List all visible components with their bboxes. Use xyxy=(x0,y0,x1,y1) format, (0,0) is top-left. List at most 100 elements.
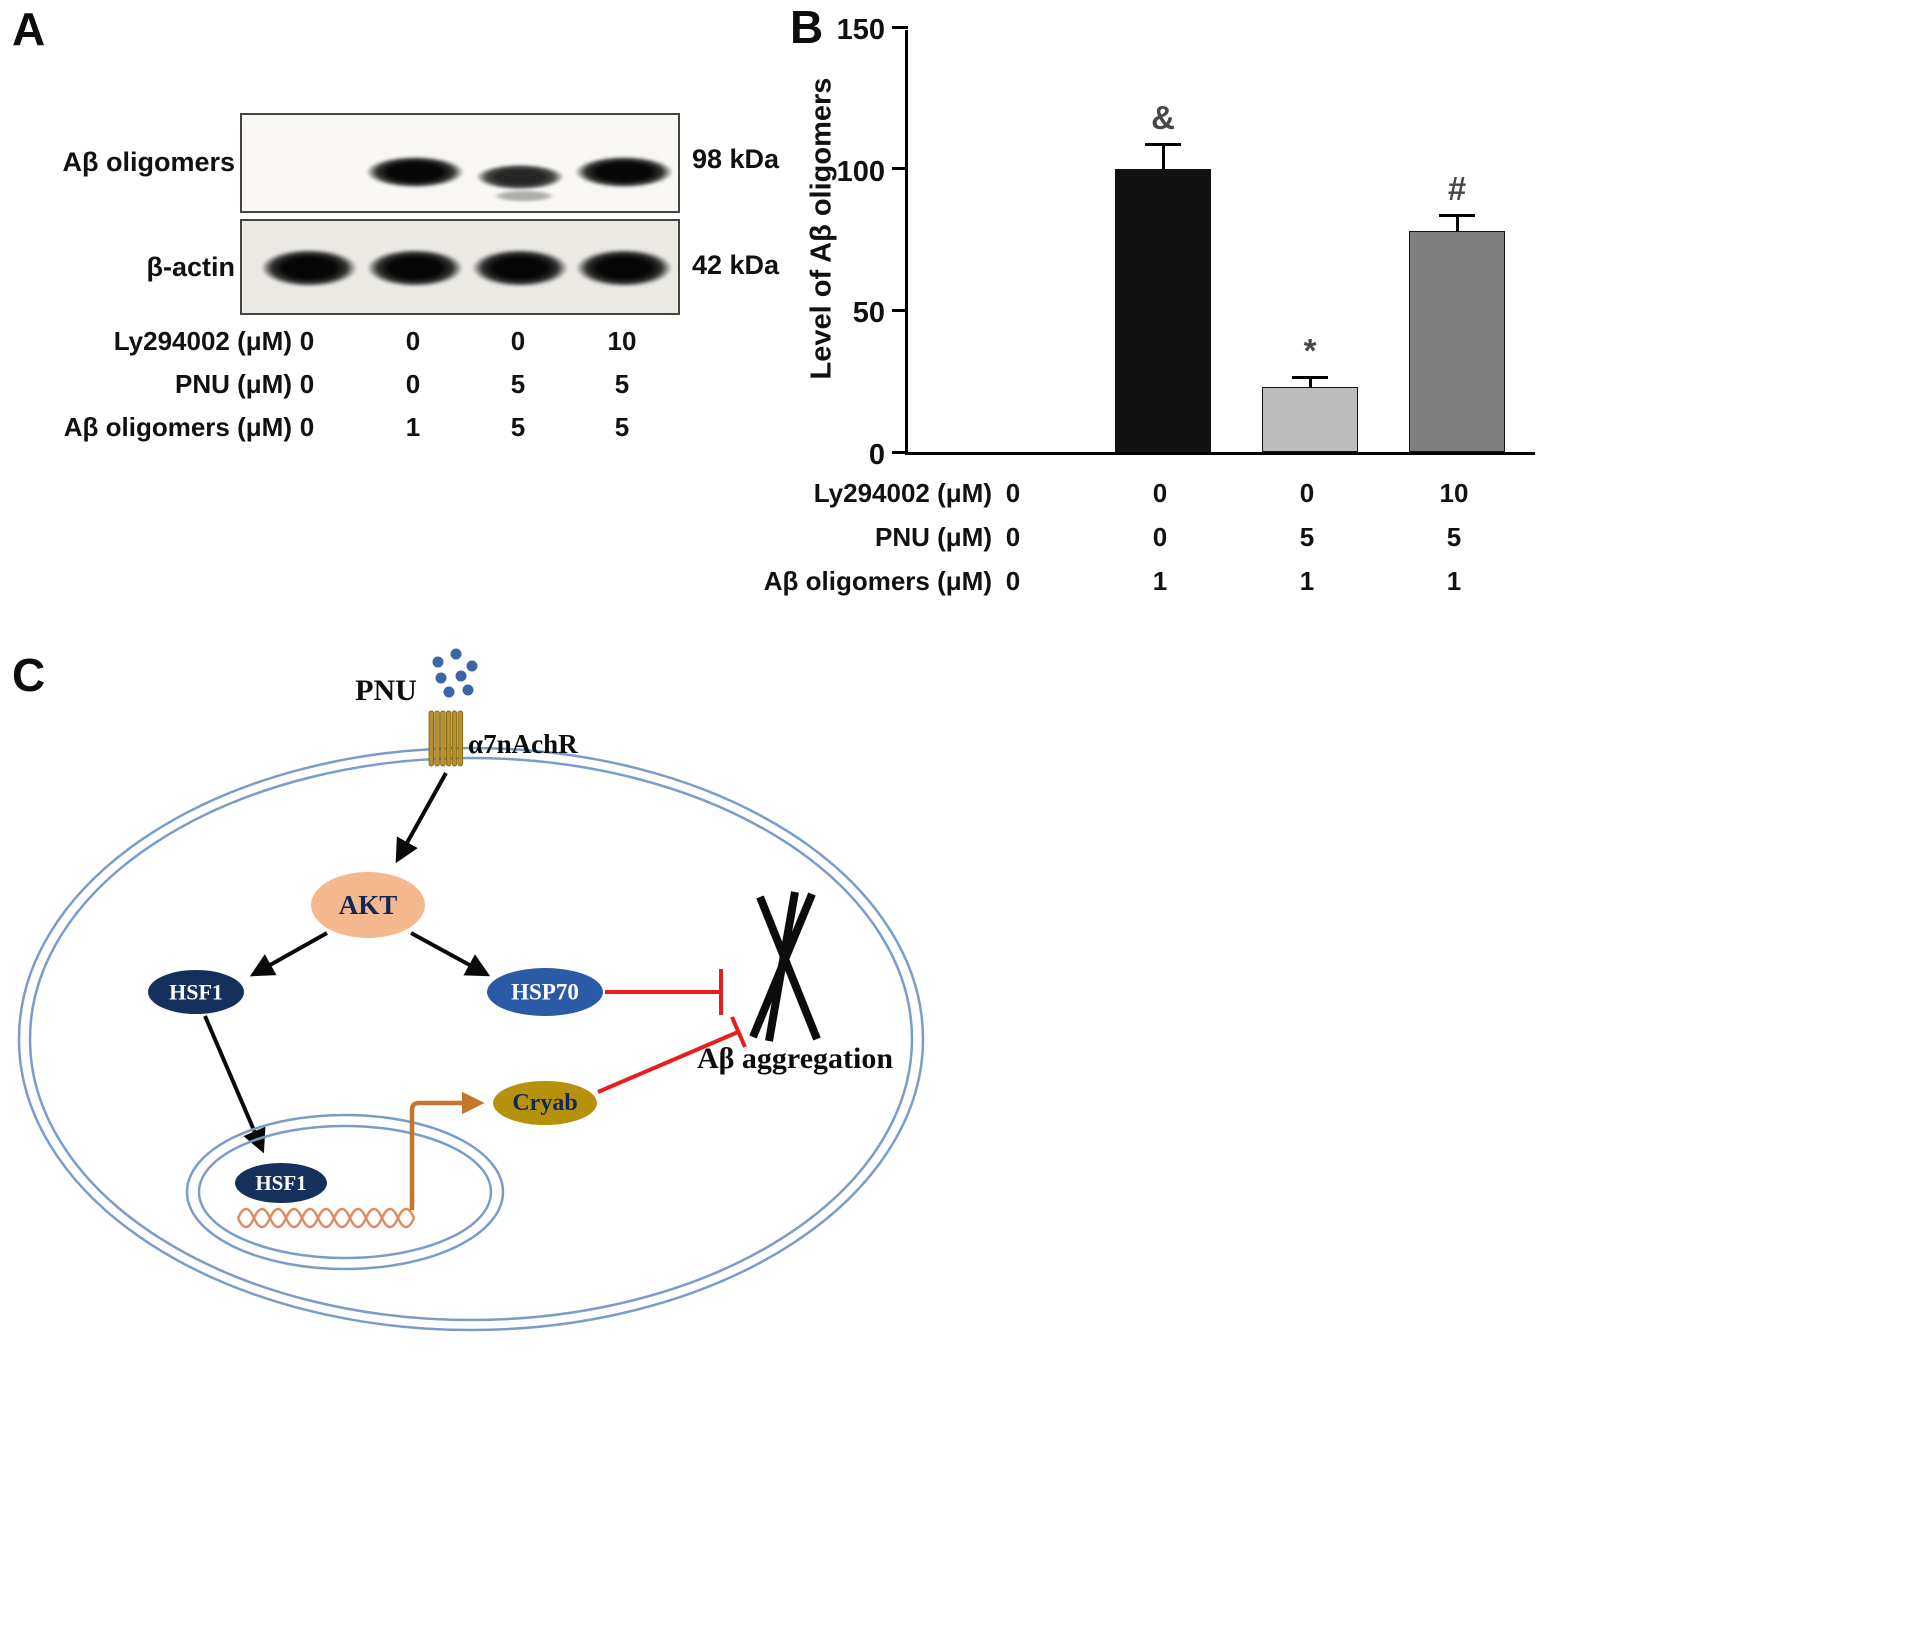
panel-a-label: A xyxy=(12,3,46,55)
dose-value: 0 xyxy=(1152,522,1168,552)
dose-value: 5 xyxy=(614,369,630,399)
significance-annotation: * xyxy=(1303,331,1317,369)
y-tick-label: 150 xyxy=(836,14,885,46)
inhibition-hsp70-to-aggregation xyxy=(605,969,723,1015)
dose-value: 0 xyxy=(405,369,421,399)
dose-value: 0 xyxy=(1005,478,1021,508)
y-tick-mark xyxy=(892,167,908,171)
dose-row-label: PNU (μM) xyxy=(875,522,992,552)
receptor-label: α7nAchR xyxy=(468,729,578,759)
hsp70-label: HSP70 xyxy=(511,980,579,1005)
dose-value: 1 xyxy=(405,412,421,442)
dose-row-label: Aβ oligomers (μM) xyxy=(763,566,992,596)
dose-value: 0 xyxy=(299,326,315,356)
arrow-receptor-to-akt xyxy=(395,772,448,864)
dose-value: 5 xyxy=(1299,522,1315,552)
nucleus-envelope-outer xyxy=(185,1113,505,1271)
dose-value: 0 xyxy=(1005,566,1021,596)
western-blot-beta-actin xyxy=(240,219,680,315)
dose-value: 0 xyxy=(510,326,526,356)
bar-chart-plot-area: & * # xyxy=(892,25,1535,455)
significance-annotation: & xyxy=(1151,99,1175,137)
blot1-mw-label: 98 kDa xyxy=(692,144,780,174)
error-bar-cap xyxy=(1292,375,1328,379)
y-tick-label: 100 xyxy=(836,155,885,188)
aggregation-label: Aβ aggregation xyxy=(697,1042,893,1075)
dose-value: 5 xyxy=(510,412,526,442)
hsf1-label: HSF1 xyxy=(169,980,223,1005)
hsf1-node xyxy=(148,970,244,1014)
cell-membrane-outer xyxy=(17,746,925,1332)
dose-row-label: Ly294002 (μM) xyxy=(113,326,292,356)
akt-label: AKT xyxy=(339,890,398,920)
dose-row-label: Aβ oligomers (μM) xyxy=(63,412,292,442)
error-bar-line xyxy=(1308,375,1312,387)
blot-band xyxy=(575,156,673,188)
inhibition-cryab-to-aggregation xyxy=(597,1016,747,1094)
significance-annotation: # xyxy=(1447,170,1467,207)
error-bar-line xyxy=(1455,214,1459,231)
dose-value: 0 xyxy=(405,326,421,356)
aggregate-fibril xyxy=(765,891,799,1042)
dose-value: 1 xyxy=(1446,566,1462,596)
dose-value: 5 xyxy=(510,369,526,399)
error-bar-line xyxy=(1161,143,1165,169)
error-bar-cap xyxy=(1439,214,1475,217)
inhibition-t-bar xyxy=(730,1016,747,1048)
dose-value: 0 xyxy=(299,412,315,442)
blot-band xyxy=(367,249,463,287)
dose-value: 0 xyxy=(1005,522,1021,552)
panel-c-label: C xyxy=(12,649,46,701)
blot-band xyxy=(261,249,357,287)
blot-band xyxy=(472,249,568,287)
y-tick-mark xyxy=(892,25,908,29)
dose-value: 0 xyxy=(1299,478,1315,508)
aggregate-fibril xyxy=(756,895,821,1041)
dose-value: 0 xyxy=(299,369,315,399)
dose-value: 10 xyxy=(1439,478,1469,508)
hsp70-node xyxy=(487,968,603,1016)
arrow-akt-to-hsp70 xyxy=(410,931,491,977)
y-axis-title: Level of Aβ oligomers xyxy=(805,77,838,380)
blot2-mw-label: 42 kDa xyxy=(692,250,780,280)
y-tick-mark xyxy=(892,450,908,454)
pnu-label: PNU xyxy=(355,674,417,707)
blot1-row-label: Aβ oligomers xyxy=(62,147,235,177)
y-tick-mark xyxy=(892,308,908,312)
blot-band xyxy=(366,156,464,188)
dose-value: 5 xyxy=(1446,522,1462,552)
blot-band-smear xyxy=(493,190,556,202)
a7nachr-receptor-icon xyxy=(428,710,463,767)
hsf1-nucleus-label: HSF1 xyxy=(255,1171,306,1195)
pnu-molecules-icon xyxy=(432,648,478,698)
chart-bar xyxy=(1409,231,1505,452)
nucleus-envelope-inner xyxy=(197,1124,493,1260)
cryab-label: Cryab xyxy=(512,1090,577,1116)
blot-band xyxy=(475,164,565,190)
arrow-akt-to-hsf1 xyxy=(249,931,328,977)
error-bar-cap xyxy=(1145,143,1181,147)
dose-value: 1 xyxy=(1299,566,1315,596)
dose-value: 0 xyxy=(1152,478,1168,508)
chart-bar xyxy=(1262,386,1358,452)
cryab-node xyxy=(493,1081,597,1125)
chart-bar xyxy=(1115,168,1211,452)
signaling-pathway-diagram: PNU α7nAchR AKT HSF1 HSP70 xyxy=(17,648,925,1332)
western-blot-abeta-oligomers xyxy=(240,113,680,213)
transcription-arrow xyxy=(409,1091,485,1210)
akt-node xyxy=(311,872,425,938)
inhibition-line xyxy=(597,1030,739,1094)
dose-value: 5 xyxy=(614,412,630,442)
dose-value: 10 xyxy=(607,326,637,356)
cell-membrane-inner xyxy=(28,756,914,1322)
arrow-hsf1-to-nucleus xyxy=(203,1015,266,1154)
abeta-aggregate-icon xyxy=(749,891,821,1042)
dose-row-label: PNU (μM) xyxy=(175,369,292,399)
blot2-row-label: β-actin xyxy=(146,252,236,282)
y-tick-label: 0 xyxy=(868,439,885,471)
dna-strand xyxy=(236,1207,416,1229)
hsf1-nucleus-node xyxy=(235,1163,327,1203)
dose-row-label: Ly294002 (μM) xyxy=(813,478,992,508)
dose-value: 1 xyxy=(1152,566,1168,596)
